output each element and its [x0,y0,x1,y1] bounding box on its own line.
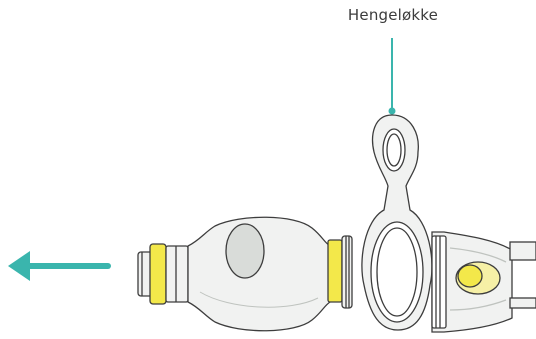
callout-pointer [388,38,396,115]
hanging-loop [361,114,433,331]
arrow-left-icon [8,251,111,281]
mask-container [137,216,353,332]
valve-nozzle [431,231,536,333]
callout-label-hengelokke: Hengeløkke [347,6,439,24]
